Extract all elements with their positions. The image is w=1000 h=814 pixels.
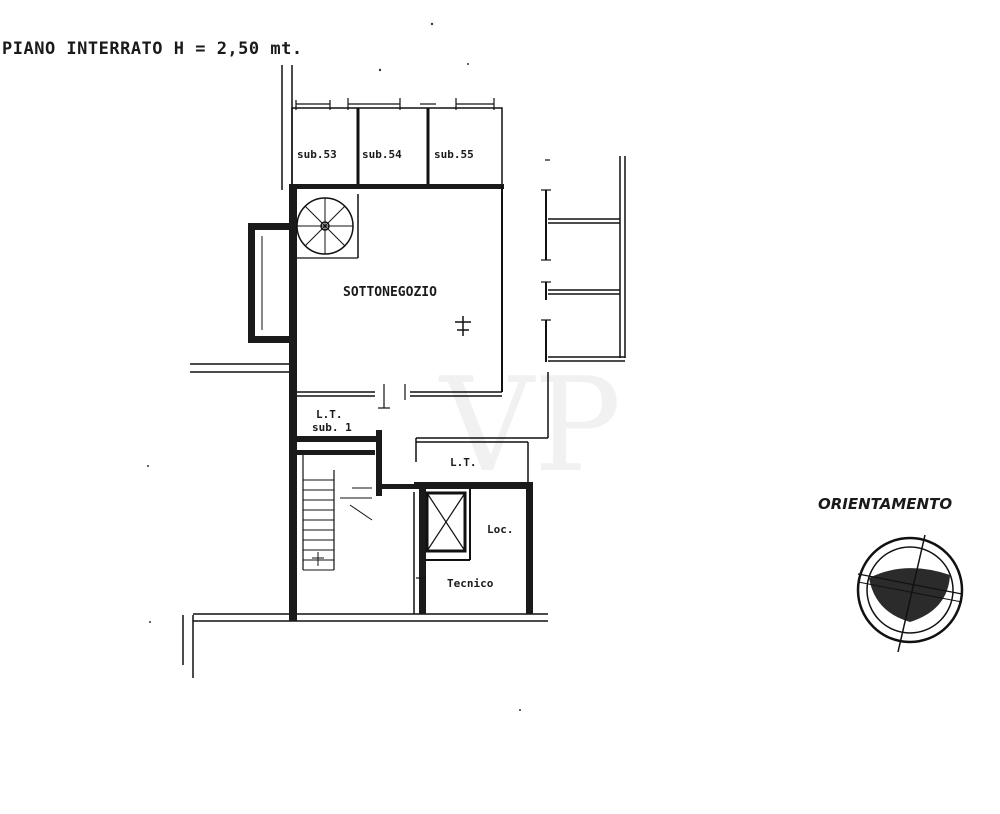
plan-title: PIANO INTERRATO H = 2,50 mt. (2, 39, 303, 59)
lt-room: L.T. (415, 372, 549, 484)
sottonegozio-room: SOTTONEGOZIO (289, 184, 504, 621)
lt-sub1-room: L.T. sub. 1 (297, 408, 382, 496)
label-sub-54: sub.54 (362, 148, 402, 161)
left-niche (248, 223, 292, 343)
technical-room: Loc. Tecnico (414, 482, 533, 614)
label-lt: L.T. (450, 456, 477, 469)
watermark: VP (438, 349, 621, 501)
label-sub-53: sub.53 (297, 148, 337, 161)
label-sottonegozio: SOTTONEGOZIO (343, 285, 437, 300)
compass-icon (856, 534, 964, 653)
spiral-staircase (296, 194, 359, 259)
electrical-symbol-icon (455, 316, 471, 336)
right-partitions (541, 156, 626, 362)
label-loc: Loc. (487, 523, 514, 536)
label-tecnico: Tecnico (447, 577, 494, 590)
label-sub-55: sub.55 (434, 148, 474, 161)
scan-marks (147, 22, 521, 711)
orientation-label: ORIENTAMENTO (818, 495, 952, 513)
storage-units: sub.53 sub.54 sub.55 (291, 98, 503, 187)
stairs (297, 450, 375, 571)
label-lt-sub1-line2: sub. 1 (312, 421, 352, 434)
passage (380, 484, 415, 614)
label-lt-sub1-line1: L.T. (316, 408, 343, 421)
outer-walls (182, 65, 548, 678)
